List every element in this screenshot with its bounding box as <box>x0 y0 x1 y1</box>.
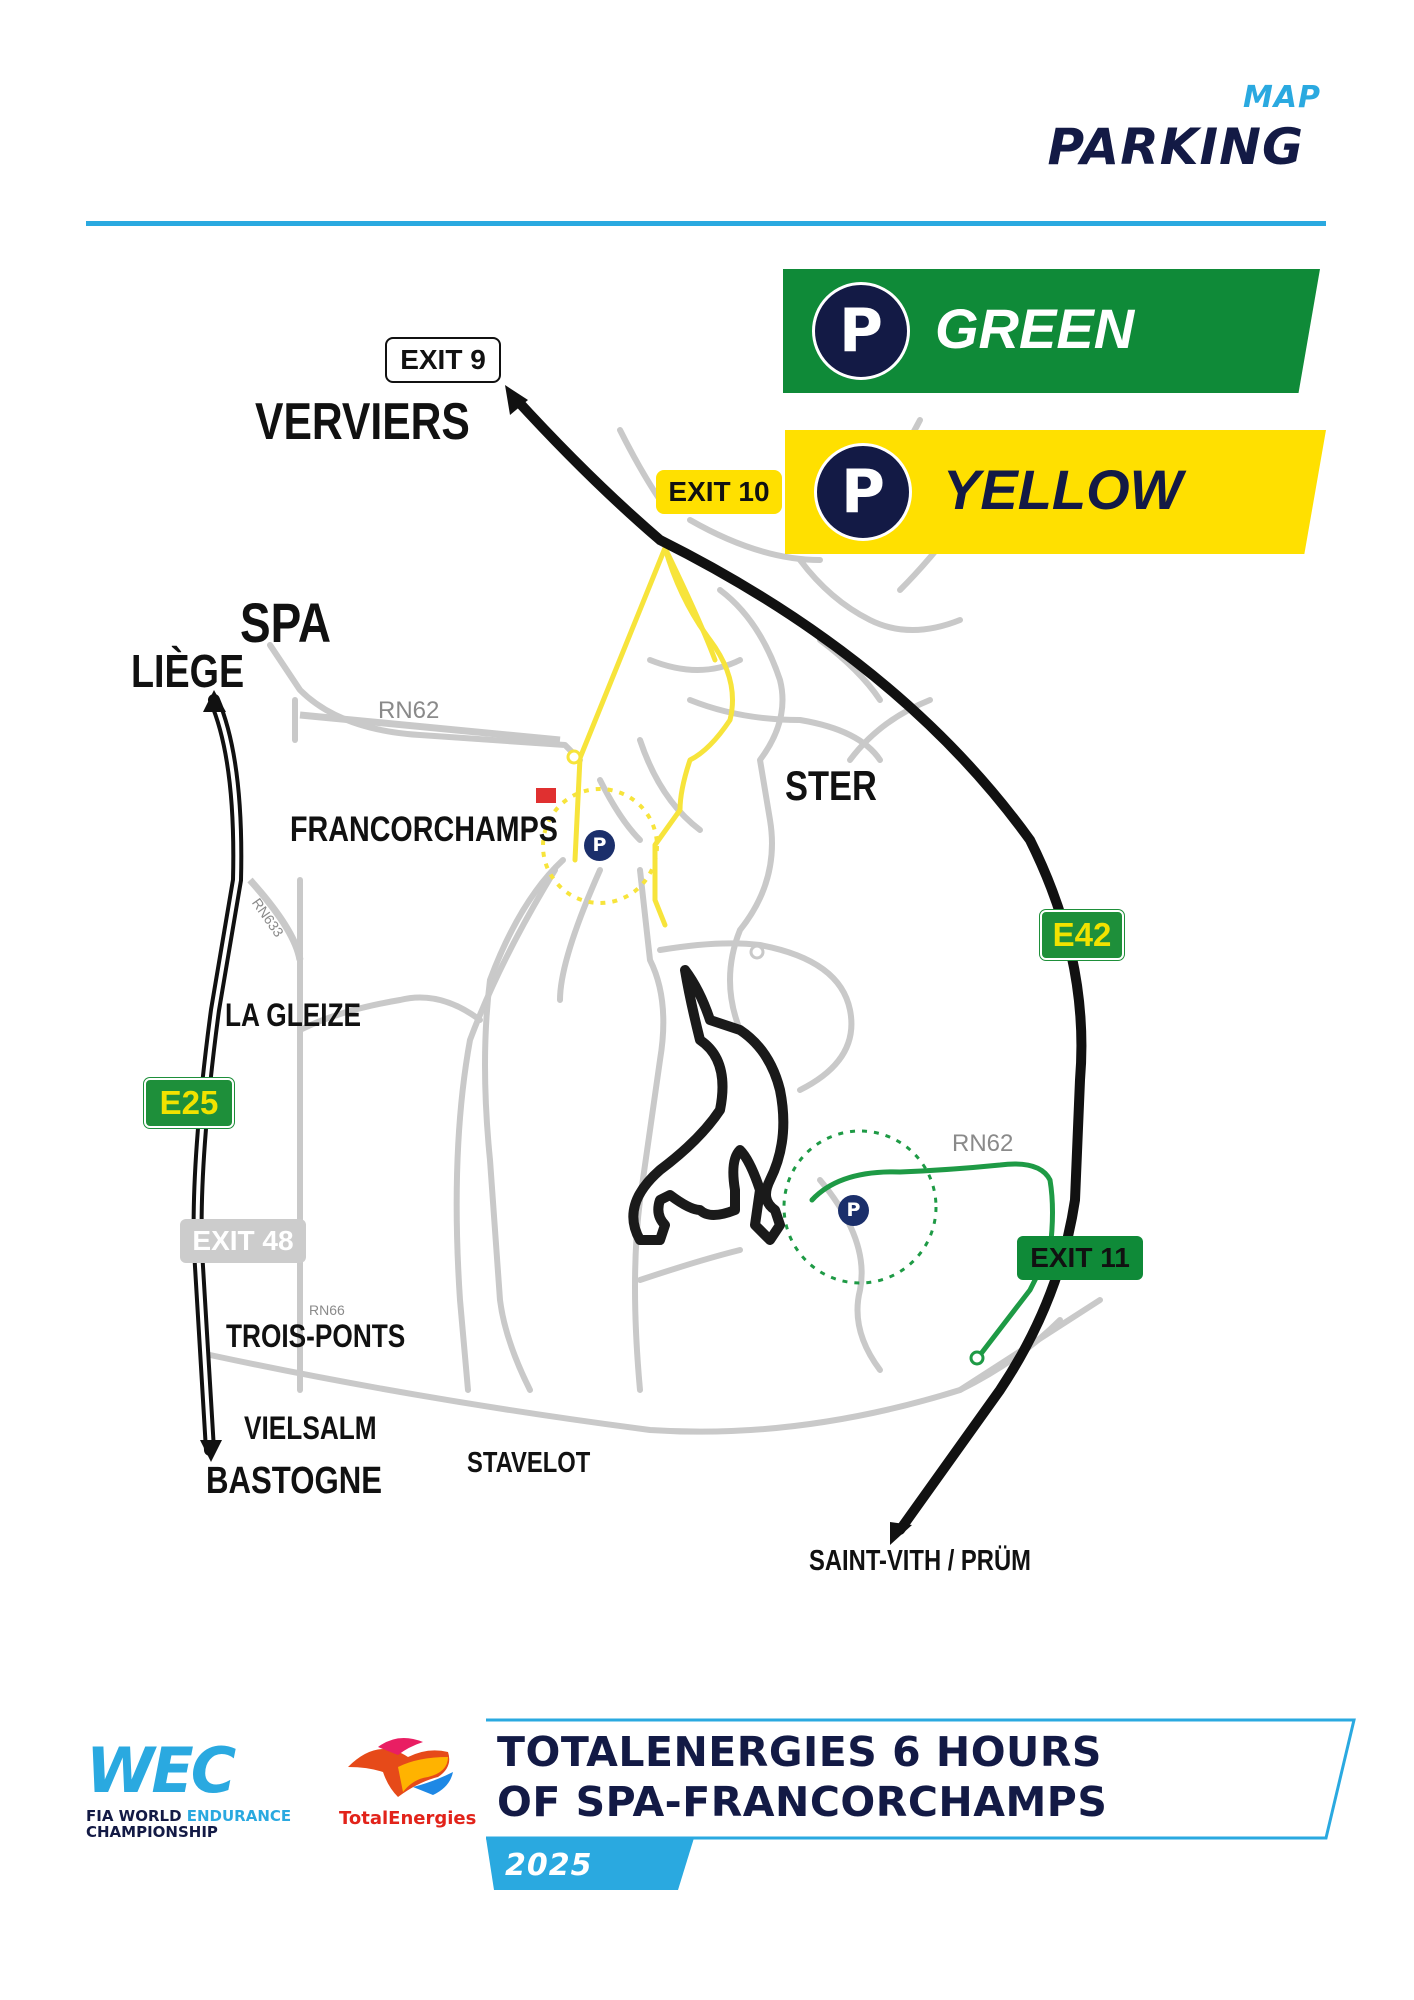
rn62-road <box>299 711 561 744</box>
e25-arrow-south <box>200 1440 222 1462</box>
yellow-parking-zone <box>541 787 659 905</box>
legend-yellow-label: YELLOW <box>943 458 1183 521</box>
place-stavelot: STAVELOT <box>467 1447 591 1479</box>
event-title-line2: OF SPA-FRANCORCHAMPS <box>497 1778 1108 1826</box>
green-parking-marker[interactable]: P <box>838 1195 869 1226</box>
place-vielsalm: VIELSALM <box>244 1410 377 1446</box>
place-trois-ponts: TROIS-PONTS <box>226 1318 406 1354</box>
place-verviers: VERVIERS <box>255 393 470 451</box>
e42-arrow-south <box>890 1522 912 1545</box>
exit-10-label: EXIT 10 <box>656 470 782 514</box>
exit-11-label: EXIT 11 <box>1017 1236 1143 1280</box>
e42-arrow-north <box>505 385 528 415</box>
totalenergies-wordmark: TotalEnergies <box>339 1808 477 1829</box>
legend-yellow[interactable]: P YELLOW <box>785 430 1326 554</box>
place-la-gleize: LA GLEIZE <box>225 997 362 1033</box>
map-label: MAP <box>1242 80 1321 115</box>
yellow-parking-marker[interactable]: P <box>584 830 615 861</box>
place-francorchamps: FRANCORCHAMPS <box>290 810 558 849</box>
exit-48-label: EXIT 48 <box>180 1219 306 1263</box>
green-route <box>809 1161 1055 1358</box>
page-title: PARKING <box>1047 118 1304 176</box>
rn62-label-north: RN62 <box>378 697 440 724</box>
green-parking-zone <box>782 1129 938 1285</box>
wec-caption-line2: CHAMPIONSHIP <box>86 1823 218 1841</box>
totalenergies-logo-mark <box>348 1738 453 1797</box>
rn62-label-south: RN62 <box>952 1130 1014 1157</box>
event-title-line1: TOTALENERGIES 6 HOURS <box>497 1728 1102 1776</box>
legend-green[interactable]: P GREEN <box>783 269 1320 393</box>
wec-caption: FIA WORLD ENDURANCE CHAMPIONSHIP <box>86 1808 291 1840</box>
event-year: 2025 <box>505 1848 593 1883</box>
legend-yellow-p-icon: P <box>814 443 912 541</box>
e42-badge: E42 <box>1040 910 1124 960</box>
e25-badge: E25 <box>144 1078 234 1128</box>
wec-logo: WEC <box>86 1734 236 1807</box>
rn66-label: RN66 <box>309 1302 345 1318</box>
wec-caption-highlight: ENDURANCE <box>186 1807 292 1825</box>
place-bastogne: BASTOGNE <box>206 1460 383 1502</box>
circuit-flag-icon <box>536 788 556 803</box>
e25-arrow-north <box>203 690 226 712</box>
header-divider <box>86 221 1326 226</box>
place-spa: SPA <box>240 591 332 654</box>
legend-green-label: GREEN <box>935 297 1135 360</box>
exit-9-label: EXIT 9 <box>385 337 501 383</box>
circuit-track <box>628 965 789 1245</box>
wec-caption-line1: FIA WORLD <box>86 1807 182 1825</box>
place-ster: STER <box>785 762 877 809</box>
event-title-frame <box>486 1718 1356 1890</box>
place-saint-vith: SAINT-VITH / PRÜM <box>809 1545 1031 1577</box>
e42-highway <box>510 393 1087 1535</box>
place-liege: LIÈGE <box>131 645 245 697</box>
minor-roads <box>207 417 1103 1435</box>
legend-green-p-icon: P <box>812 282 910 380</box>
